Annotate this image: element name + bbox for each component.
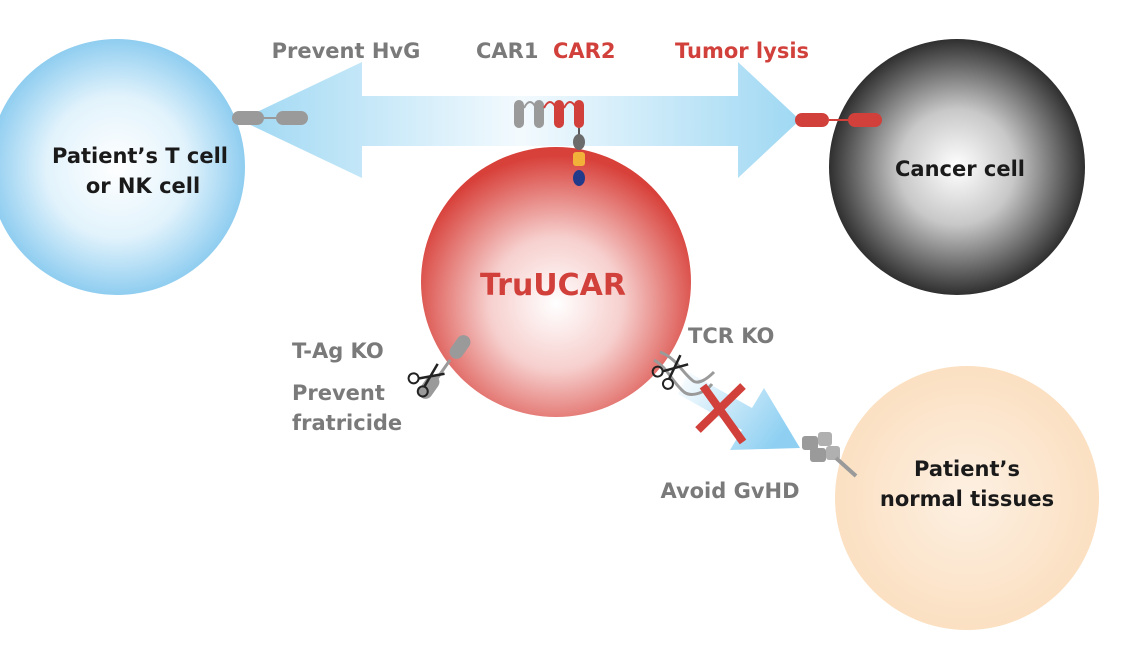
receptor-icon — [232, 111, 308, 125]
car2-label: CAR2 — [553, 39, 615, 63]
tag-ko-label: T-Ag KO — [292, 339, 384, 363]
tag-receptor-icon — [418, 335, 471, 399]
tissue-receptor-icon — [802, 432, 858, 478]
tumor-lysis-label: Tumor lysis — [675, 39, 809, 63]
scissors-icon — [407, 363, 445, 398]
patient-t-cell — [0, 39, 245, 295]
avoid-gvhd-label: Avoid GvHD — [660, 479, 799, 503]
normal-tissues-label-2: normal tissues — [880, 487, 1054, 511]
normal-tissues-label-1: Patient’s — [914, 457, 1020, 481]
patient-t-cell-label-1: Patient’s T cell — [52, 144, 228, 168]
car1-label: CAR1 — [476, 39, 538, 63]
trucar-cell — [421, 147, 691, 417]
car-receptor-icon — [514, 100, 585, 186]
scissors-icon — [651, 354, 689, 390]
prevent-hvg-label: Prevent HvG — [272, 39, 421, 63]
tcr-ko-label: TCR KO — [688, 324, 774, 348]
prevent-fratricide-label-2: fratricide — [292, 411, 402, 435]
prevent-fratricide-label-1: Prevent — [292, 381, 385, 405]
cross-icon — [695, 383, 747, 445]
normal-tissues-cell — [835, 366, 1099, 630]
cancer-cell-label: Cancer cell — [895, 157, 1025, 181]
patient-t-cell-label-2: or NK cell — [86, 174, 200, 198]
trucar-label: TruUCAR — [480, 268, 626, 303]
cancer-cell — [829, 39, 1085, 295]
antigen-icon — [795, 113, 882, 127]
